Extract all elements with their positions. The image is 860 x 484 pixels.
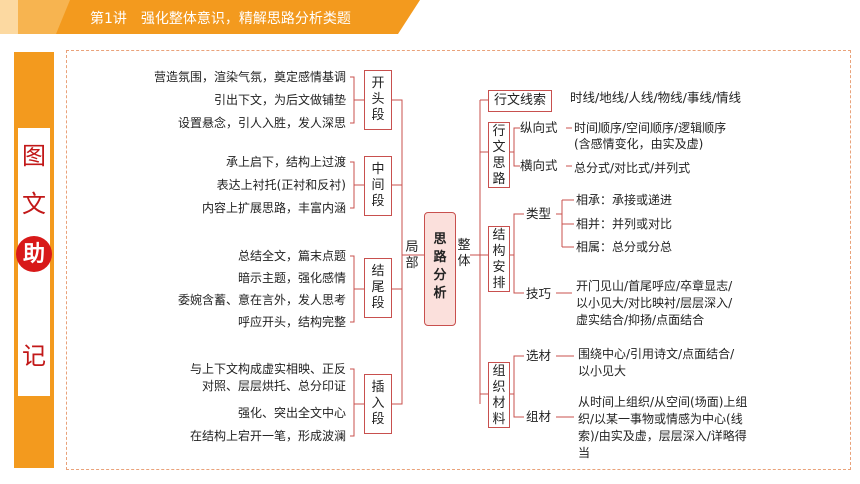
group-label: 结尾段	[371, 264, 385, 311]
zucai-line: 从时间上组织/从空间(场面)上组	[578, 395, 748, 409]
hengxiang-label: 横向式	[520, 158, 558, 173]
center-node: 思路分析	[424, 212, 456, 326]
header-banner: 第1讲 强化整体意识，精解思路分析类题	[0, 0, 420, 34]
node-jiegou-anpai: 结构安排	[488, 226, 510, 292]
sidebar-char-4: 记	[22, 342, 46, 370]
group-label: 中间段	[371, 162, 385, 209]
leixing-item: 相属：总分或分总	[576, 240, 673, 254]
xuancai-line: 围绕中心/引用诗文/点面结合/	[578, 347, 735, 361]
xuancai-label: 选材	[526, 348, 552, 363]
left-item: 呼应开头，结构完整	[237, 315, 346, 329]
zucai-label: 组材	[526, 409, 552, 424]
page-title: 第1讲 强化整体意识，精解思路分析类题	[90, 11, 351, 27]
node-xingwen-silu: 行文思路	[488, 122, 510, 188]
group-box-zhongjian: 中间段	[364, 156, 392, 216]
left-item: 承上启下，结构上过渡	[225, 155, 346, 169]
group-box-jiewei: 结尾段	[364, 258, 392, 318]
sidebar-char-1: 图	[22, 142, 46, 170]
left-item: 强化、突出全文中心	[237, 406, 346, 420]
jiqiao-line: 虚实结合/抑扬/点面结合	[576, 313, 705, 327]
left-item: 暗示主题，强化感情	[237, 271, 346, 285]
sidebar-inner: 图 文 助 记	[16, 128, 52, 396]
group-box-kaitou: 开头段	[364, 70, 392, 130]
center-label: 思路分析	[433, 232, 447, 301]
hengxiang-text: 总分式/对比式/并列式	[574, 161, 691, 175]
group-box-charu: 插入段	[364, 374, 392, 434]
sidebar-label: 图 文 助 记	[14, 52, 54, 468]
jiegou-label: 结构安排	[492, 228, 506, 291]
jiqiao-line: 开门见山/首尾呼应/卒章显志/	[576, 279, 733, 293]
left-item: 总结全文，篇末点题	[237, 249, 346, 263]
zongxiang-text-1: 时间顺序/空间顺序/逻辑顺序	[574, 121, 727, 135]
diagram-card	[66, 50, 851, 470]
branch-local: 局部	[405, 240, 419, 271]
branch-whole: 整体	[457, 238, 471, 269]
leixing-label: 类型	[526, 206, 552, 221]
zucai-line: 索)/由实及虚，层层深入/详略得	[578, 429, 747, 443]
left-item: 委婉含蓄、意在言外，发人思考	[177, 293, 346, 307]
leixing-item: 相并：并列或对比	[576, 217, 673, 231]
silu-label: 行文思路	[492, 124, 506, 187]
left-item: 表达上衬托(正衬和反衬)	[216, 178, 346, 192]
left-item: 与上下文构成虚实相映、正反	[189, 362, 346, 376]
jiqiao-line: 以小见大/对比映衬/层层深入/	[576, 296, 733, 310]
leixing-item: 相承：承接或递进	[576, 193, 673, 207]
left-item: 对照、层层烘托、总分印证	[201, 379, 346, 393]
left-item: 在结构上宕开一笔，形成波澜	[189, 429, 346, 443]
group-label: 开头段	[371, 76, 385, 123]
node-xingwen-xiansuo: 行文线索	[488, 90, 552, 112]
zucai-line: 织/以某一事物或情感为中心(线	[578, 412, 743, 426]
sidebar-char-badge: 助	[16, 236, 52, 272]
xuancai-line: 以小见大	[578, 364, 627, 378]
xiansuo-text: 时线/地线/人线/物线/事线/情线	[570, 90, 742, 105]
left-item: 内容上扩展思路，丰富内涵	[201, 201, 346, 215]
header-shape	[0, 0, 420, 34]
jiqiao-label: 技巧	[526, 286, 552, 301]
zuzhi-label: 组织材料	[492, 364, 506, 427]
left-item: 设置悬念，引人入胜，发人深思	[177, 116, 346, 130]
zongxiang-label: 纵向式	[520, 120, 558, 135]
left-item: 营造氛围，渲染气氛，奠定感情基调	[153, 70, 346, 84]
left-item: 引出下文，为后文做铺垫	[213, 93, 346, 107]
group-label: 插入段	[371, 380, 385, 427]
zongxiang-text-2: (含感情变化，由实及虚)	[574, 137, 704, 151]
zucai-line: 当	[578, 446, 591, 460]
node-zuzhi-cailiao: 组织材料	[488, 362, 510, 428]
sidebar-char-2: 文	[22, 190, 46, 218]
